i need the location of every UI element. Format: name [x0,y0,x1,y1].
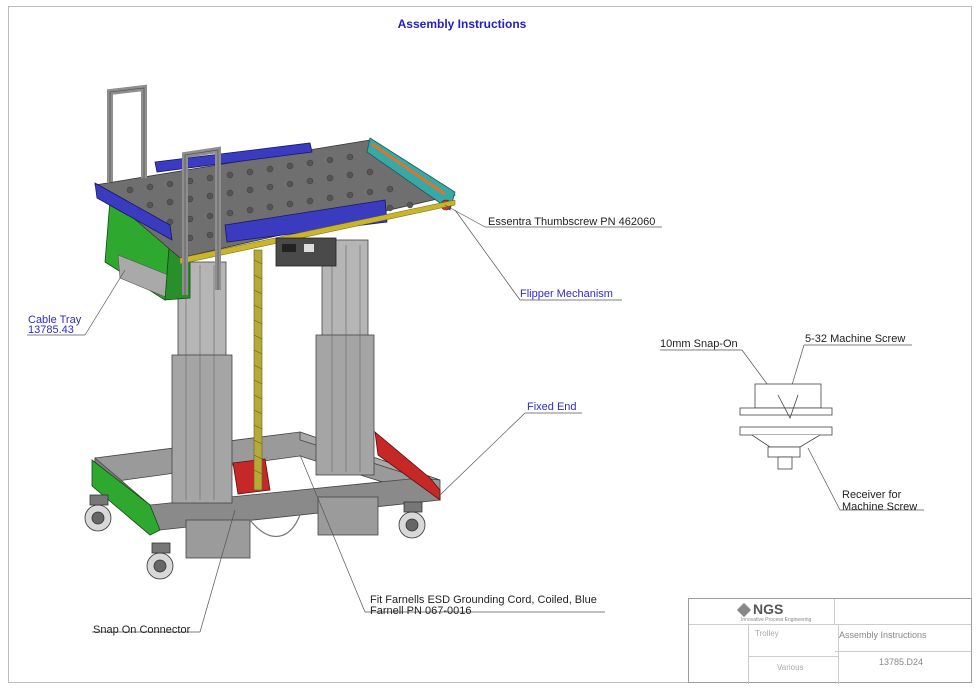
green-end-rail [91,459,161,536]
company-logo: NGS Innovative Process Engineering [689,599,835,625]
machine-screw-label: 5-32 Machine Screw [805,333,906,345]
ngs-diamond-icon [736,602,752,618]
roller-deck [94,137,457,267]
fixed-end-label: Fixed End [527,401,577,413]
receiver-label-line2: Machine Screw [842,501,918,513]
part-number: 13785.D24 [879,657,924,667]
leader-lines [27,204,924,633]
snap-on-detail [739,383,833,470]
push-handles [107,84,221,295]
left-field: Trolley [755,629,779,638]
snap-connector-label: Snap On Connector [93,624,191,636]
document-title: Assembly Instructions [839,630,927,640]
grounding-cord-label-line1: Fit Farnells ESD Grounding Cord, Coiled,… [370,594,597,606]
receiver-label-line1: Receiver for [842,489,902,501]
grounding-coil [253,249,263,491]
cable-tray-part-number: 13785.43 [28,324,74,336]
thumbscrew-label: Essentra Thumbscrew PN 462060 [488,216,656,228]
snap-on-10mm-label: 10mm Snap-On [660,338,738,350]
base-frame [91,431,441,559]
lift-columns [171,239,375,504]
castors [84,494,426,580]
title-block: NGS Innovative Process Engineering Troll… [688,598,972,684]
flipper-label: Flipper Mechanism [520,288,613,300]
grounding-cord-label-line2: Farnell PN 067-0016 [370,605,472,617]
logo-subtitle: Innovative Process Engineering [741,617,812,623]
drawing-sheet [8,6,972,683]
cable-tray-label: Cable Tray [28,314,82,326]
material-field: Various [777,663,804,672]
logo-text: NGS [753,601,784,617]
title-block-notes [835,599,971,625]
page-title: Assembly Instructions [397,17,527,31]
